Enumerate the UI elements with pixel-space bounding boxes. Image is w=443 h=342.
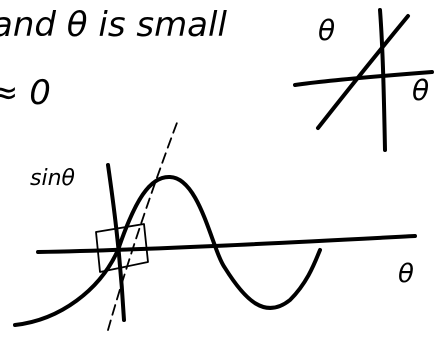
small-sketch-label-top: θ	[318, 14, 335, 47]
note-second-line: ≈ 0	[0, 73, 51, 113]
sine-sketch-y-label: sinθ	[30, 166, 76, 191]
note-top-line: and θ is small	[0, 5, 227, 45]
small-sketch-label-right: θ	[412, 74, 429, 107]
sine-sketch-x-label: θ	[398, 259, 414, 289]
zoom-box	[95, 223, 149, 273]
small-sketch: θ θ	[293, 8, 434, 152]
tangent-line	[107, 119, 179, 331]
small-sketch-vertical-axis	[378, 8, 387, 152]
sine-sketch-x-axis	[36, 234, 417, 254]
sine-curve	[13, 174, 322, 327]
small-sketch-diagonal-line	[316, 14, 410, 130]
sine-sketch: sinθ θ	[13, 119, 417, 331]
